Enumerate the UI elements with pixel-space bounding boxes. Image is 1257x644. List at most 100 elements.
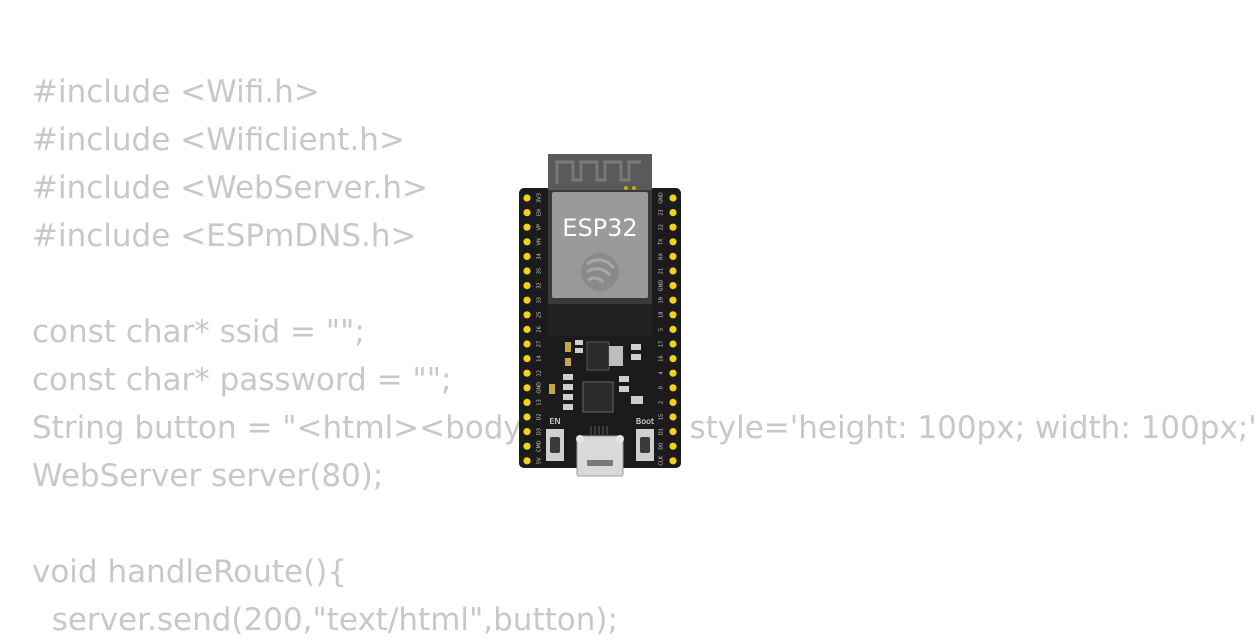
right-pin-label: 16 xyxy=(659,355,665,361)
left-pin-label: 26 xyxy=(537,326,543,332)
code-line: #include <ESPmDNS.h> xyxy=(32,218,417,254)
left-pin-label: D2 xyxy=(537,413,543,420)
right-header-pin[interactable] xyxy=(669,296,677,304)
code-line: const char* password = ""; xyxy=(32,362,452,398)
right-header-pin[interactable] xyxy=(669,223,677,231)
right-pin-label: 5 xyxy=(659,328,665,331)
code-line: void handleRoute(){ xyxy=(32,554,348,590)
right-pin-label: 21 xyxy=(659,268,665,274)
left-pin-label: 3V3 xyxy=(537,193,543,203)
left-header-pin[interactable] xyxy=(523,194,531,202)
right-header-pin[interactable] xyxy=(669,252,677,260)
smd-component xyxy=(563,384,573,390)
right-header-pin[interactable] xyxy=(669,340,677,348)
smd-component xyxy=(631,396,643,404)
smd-component xyxy=(563,394,573,400)
code-listing: #include <Wifi.h>#include <Wificlient.h>… xyxy=(32,68,1257,644)
right-header-pin[interactable] xyxy=(669,384,677,392)
right-header-pin[interactable] xyxy=(669,325,677,333)
smd-component xyxy=(631,354,641,360)
left-pin-label: EN xyxy=(537,209,543,216)
left-header-pin[interactable] xyxy=(523,223,531,231)
right-pin-label: 23 xyxy=(659,209,665,215)
left-header-pin[interactable] xyxy=(523,282,531,290)
left-header-pin[interactable] xyxy=(523,340,531,348)
right-pin-label: 15 xyxy=(659,414,665,420)
shield-can xyxy=(552,192,648,298)
left-pin-label: D3 xyxy=(537,428,543,435)
left-pin-label: 12 xyxy=(537,370,543,376)
left-header-pin[interactable] xyxy=(523,296,531,304)
en-button[interactable] xyxy=(546,429,564,461)
code-line xyxy=(32,500,1257,548)
smd-component xyxy=(563,374,573,380)
left-pin-label: 32 xyxy=(537,282,543,288)
left-header-pin[interactable] xyxy=(523,325,531,333)
left-pin-label: 25 xyxy=(537,312,543,318)
code-line: const char* ssid = ""; xyxy=(32,314,365,350)
right-pin-label: RX xyxy=(659,252,665,259)
left-header-pin[interactable] xyxy=(523,398,531,406)
right-header-pin[interactable] xyxy=(669,355,677,363)
left-header-pin[interactable] xyxy=(523,384,531,392)
right-header-pin[interactable] xyxy=(669,267,677,275)
left-header-pin[interactable] xyxy=(523,442,531,450)
right-header-pin[interactable] xyxy=(669,442,677,450)
right-header-pin[interactable] xyxy=(669,282,677,290)
right-header-pin[interactable] xyxy=(669,194,677,202)
smd-component xyxy=(563,404,573,410)
left-header-pin[interactable] xyxy=(523,267,531,275)
left-header-pin[interactable] xyxy=(523,209,531,217)
smd-component xyxy=(549,384,555,394)
smd-component xyxy=(575,348,583,353)
module-led xyxy=(624,186,628,190)
micro-usb-port[interactable] xyxy=(576,435,624,477)
left-pin-label: 14 xyxy=(537,355,543,361)
left-header-pin[interactable] xyxy=(523,457,531,465)
esp32-board-graphic: ESP32 EN Boot xyxy=(519,154,681,477)
smd-component xyxy=(575,340,583,345)
left-header-pin[interactable] xyxy=(523,369,531,377)
module-led xyxy=(632,186,636,190)
module-pads xyxy=(548,304,652,336)
smd-component xyxy=(619,376,629,382)
left-pin-label: GND xyxy=(537,382,543,394)
left-header-pin[interactable] xyxy=(523,252,531,260)
boot-button[interactable] xyxy=(636,429,654,461)
esp32-devkit-board[interactable]: ESP32 EN Boot xyxy=(519,154,681,479)
right-pin-label: GND xyxy=(659,192,665,204)
smd-component xyxy=(631,344,641,350)
left-pin-label: VN xyxy=(537,238,543,245)
right-pin-label: 4 xyxy=(659,372,665,375)
chip-label: ESP32 xyxy=(562,214,637,242)
left-pin-label: CMD xyxy=(537,440,543,452)
right-header-pin[interactable] xyxy=(669,209,677,217)
right-pin-label: 22 xyxy=(659,224,665,230)
right-header-pin[interactable] xyxy=(669,457,677,465)
left-header-pin[interactable] xyxy=(523,428,531,436)
left-header-pin[interactable] xyxy=(523,311,531,319)
left-header-pin[interactable] xyxy=(523,238,531,246)
voltage-regulator xyxy=(586,341,610,371)
smd-component xyxy=(565,342,571,352)
left-pin-label: 13 xyxy=(537,399,543,405)
right-pin-label: CLK xyxy=(659,455,665,465)
left-header-pin[interactable] xyxy=(523,355,531,363)
espressif-logo-icon xyxy=(581,253,619,291)
right-header-pin[interactable] xyxy=(669,311,677,319)
right-pin-label: 2 xyxy=(659,401,665,404)
right-header-pin[interactable] xyxy=(669,413,677,421)
right-header-pin[interactable] xyxy=(669,369,677,377)
right-header-pin[interactable] xyxy=(669,238,677,246)
left-pin-label: VP xyxy=(537,224,543,230)
right-header-pin[interactable] xyxy=(669,428,677,436)
right-pin-label: 19 xyxy=(659,297,665,303)
right-header-pin[interactable] xyxy=(669,398,677,406)
usb-uart-chip xyxy=(582,381,614,413)
right-pin-label: GND xyxy=(659,280,665,292)
left-pin-label: 27 xyxy=(537,341,543,347)
right-pin-label: 17 xyxy=(659,341,665,347)
left-header-pin[interactable] xyxy=(523,413,531,421)
left-pin-label: 33 xyxy=(537,297,543,303)
antenna-trace xyxy=(555,160,641,184)
